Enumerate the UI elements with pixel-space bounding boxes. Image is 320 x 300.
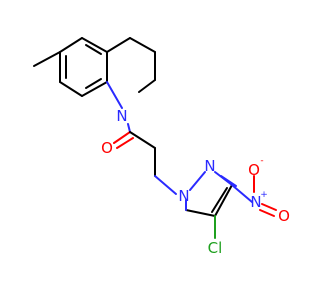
bond-chain-3	[154, 175, 177, 195]
atom-o-nitro-top: O	[248, 161, 260, 179]
bond-ring-1	[106, 37, 131, 53]
bond-pyrazole-double-a	[211, 187, 228, 213]
atom-cl: Cl	[208, 239, 223, 257]
bond-benzene-double-b	[85, 78, 102, 89]
molecule-structure: N O N N N + O - O Cl	[33, 37, 290, 257]
bond-ring-2	[129, 37, 156, 53]
charge-n-nitro: +	[260, 190, 268, 200]
bond-benzene-double-a	[85, 44, 102, 55]
bond-carbonyl-o-1	[113, 131, 131, 144]
bond-benzene-5	[59, 81, 83, 97]
bond-ring-4	[138, 79, 156, 93]
bond-pyrazole-c4-c5	[185, 209, 216, 217]
bond-nitro-c-n	[231, 184, 253, 203]
bond-nitro-n-o-right-2	[259, 209, 275, 217]
bond-carbonyl-o-2	[116, 137, 134, 149]
atom-n-nitro: N	[250, 193, 261, 211]
bond-n-carbonyl	[127, 123, 131, 133]
bond-benzene-1	[59, 37, 83, 53]
bond-nitro-n-o-right-1	[261, 203, 277, 211]
atom-o-nitro-right: O	[278, 207, 290, 225]
bond-pyrazole-n1-n2	[189, 171, 206, 191]
atom-n-pyrazole-2: N	[204, 157, 215, 175]
bond-methyl	[33, 51, 61, 67]
bond-pyrazole-c3-c4	[214, 184, 233, 217]
bond-benzene-4	[81, 81, 108, 97]
charge-o-nitro-top: -	[260, 156, 263, 166]
bond-chain-1	[129, 131, 156, 149]
bond-pyrazole-double-b	[220, 175, 237, 187]
atom-n-ring: N	[116, 107, 127, 125]
bond-benzene-2	[81, 37, 108, 53]
bond-ring-5	[106, 81, 123, 109]
atom-n-pyrazole-1: N	[178, 187, 189, 205]
bonds	[33, 37, 277, 239]
atom-o-carbonyl: O	[101, 139, 113, 157]
atom-labels: N O N N N + O - O Cl	[101, 107, 290, 257]
